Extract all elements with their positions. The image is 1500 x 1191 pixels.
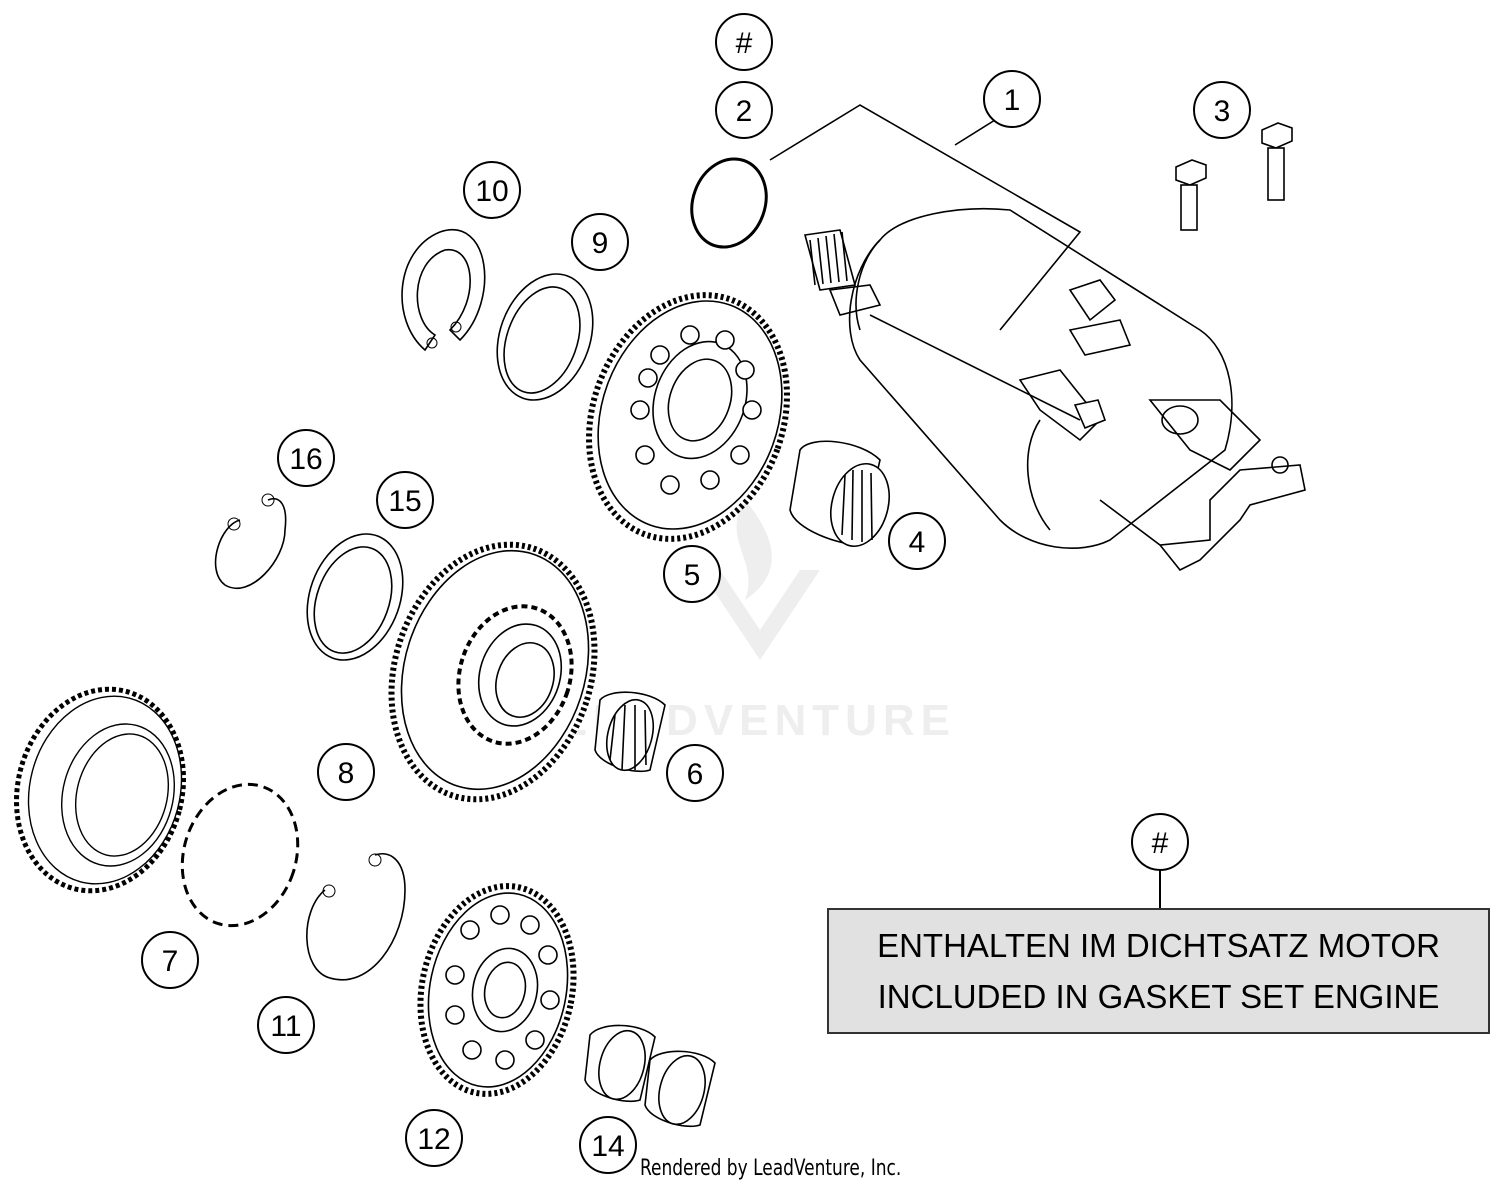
- svg-text:1: 1: [1004, 84, 1021, 117]
- intermediate-gear-part: [586, 292, 790, 542]
- circlip-eye: [368, 853, 382, 867]
- note-line-german: ENTHALTEN IM DICHTSATZ MOTOR: [877, 927, 1440, 964]
- snap-ring-eye: [227, 517, 241, 531]
- svg-text:6: 6: [687, 758, 704, 791]
- snap-ring-part: [214, 498, 287, 589]
- idler-gear-part: [417, 883, 577, 1097]
- svg-text:3: 3: [1214, 95, 1231, 128]
- callout-3: 3: [1193, 81, 1251, 139]
- gasket-set-note: ENTHALTEN IM DICHTSATZ MOTOR INCLUDED IN…: [827, 908, 1490, 1034]
- bolts-part: [1175, 122, 1293, 231]
- callout-12: 12: [405, 1109, 463, 1167]
- circlip-ring-part: [306, 853, 406, 981]
- starter-motor-part: [769, 104, 1306, 572]
- svg-text:14: 14: [591, 1130, 624, 1163]
- svg-text:7: 7: [162, 945, 179, 978]
- callout-1: 1: [983, 70, 1041, 128]
- needle-bearing-part: [789, 440, 890, 548]
- svg-text:2: 2: [736, 95, 753, 128]
- freewheel-part: [180, 782, 300, 928]
- circlip-hole: [426, 337, 438, 349]
- svg-text:#: #: [736, 27, 753, 60]
- callout-14: 14: [579, 1116, 637, 1174]
- callout-5: 5: [663, 545, 721, 603]
- callout-11: 11: [257, 996, 315, 1054]
- svg-text:8: 8: [338, 757, 355, 790]
- render-credit: Rendered by LeadVenture, Inc.: [640, 1156, 902, 1181]
- callout-7: 7: [141, 931, 199, 989]
- svg-text:11: 11: [270, 1010, 301, 1043]
- callout-6: 6: [666, 744, 724, 802]
- snap-ring-eye: [261, 493, 275, 507]
- svg-text:15: 15: [388, 485, 421, 518]
- callout-8: 8: [317, 743, 375, 801]
- circlip-hole: [450, 321, 462, 333]
- helical-gear-part: [14, 686, 186, 894]
- washer-part: [306, 533, 404, 661]
- circlip-part: [401, 229, 486, 352]
- svg-text:5: 5: [684, 559, 701, 592]
- svg-text:9: 9: [592, 227, 609, 260]
- svg-text:10: 10: [475, 175, 508, 208]
- o-ring-part: [690, 157, 768, 249]
- callout-10: 10: [463, 161, 521, 219]
- callout-15: 15: [376, 471, 434, 529]
- callout-16: 16: [277, 429, 335, 487]
- callout-note-hash: #: [1131, 813, 1189, 871]
- callout-9: 9: [571, 213, 629, 271]
- needle-bearing-part: [594, 691, 666, 773]
- svg-text:16: 16: [289, 443, 322, 476]
- svg-text:4: 4: [909, 526, 926, 559]
- circlip-eye: [322, 884, 336, 898]
- svg-text:12: 12: [417, 1123, 450, 1156]
- starter-double-gear-part: [388, 541, 598, 803]
- note-line-english: INCLUDED IN GASKET SET ENGINE: [877, 978, 1440, 1015]
- svg-text:#: #: [1152, 827, 1169, 860]
- thrust-washer-part: [496, 273, 594, 401]
- callout-4: 4: [888, 512, 946, 570]
- needle-bearings-part: [584, 1024, 716, 1128]
- callout-2: 2: [715, 81, 773, 139]
- callout-2-hash: #: [715, 13, 773, 71]
